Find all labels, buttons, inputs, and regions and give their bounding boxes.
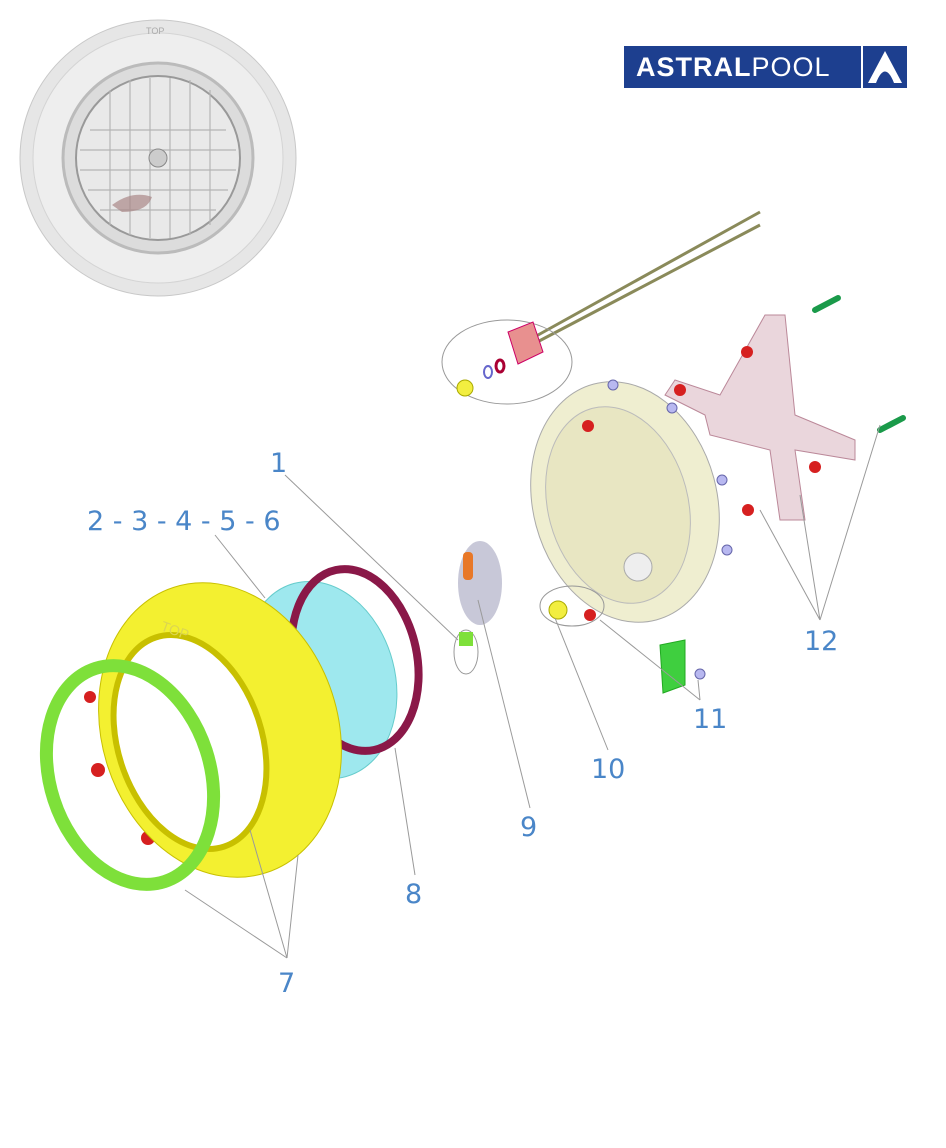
fixing-ring — [39, 659, 221, 891]
part-11-clip — [659, 639, 686, 694]
astralpool-logo: ASTRALPOOL — [624, 46, 907, 88]
label-part-1: 1 — [270, 448, 287, 479]
connector-block — [459, 632, 473, 646]
part-10-callout — [539, 585, 605, 627]
terminal-pin — [463, 552, 473, 580]
mounting-bracket — [664, 314, 856, 521]
front-trim-ring: TOP — [98, 582, 342, 878]
logo-triangle-icon — [861, 46, 907, 88]
logo-text-light: POOL — [751, 51, 831, 82]
label-part-8: 8 — [405, 879, 422, 910]
product-thumbnail: TOP — [19, 19, 297, 297]
label-parts-2-6: 2 - 3 - 4 - 5 - 6 — [87, 506, 281, 537]
label-part-7: 7 — [278, 968, 295, 999]
logo-text-bold: ASTRAL — [636, 51, 752, 82]
leader-lines — [184, 424, 881, 959]
niche-housing — [530, 381, 720, 623]
label-part-9: 9 — [520, 812, 537, 843]
label-part-12: 12 — [804, 626, 838, 657]
part-1-callout — [453, 629, 479, 675]
wall-plugs — [812, 295, 906, 433]
thumbnail-top-text: TOP — [146, 26, 164, 36]
label-part-11: 11 — [693, 704, 727, 735]
part-10-nut — [548, 600, 568, 620]
nuts — [607, 379, 733, 680]
cable-gland-assembly — [441, 210, 761, 405]
label-part-10: 10 — [591, 754, 625, 785]
